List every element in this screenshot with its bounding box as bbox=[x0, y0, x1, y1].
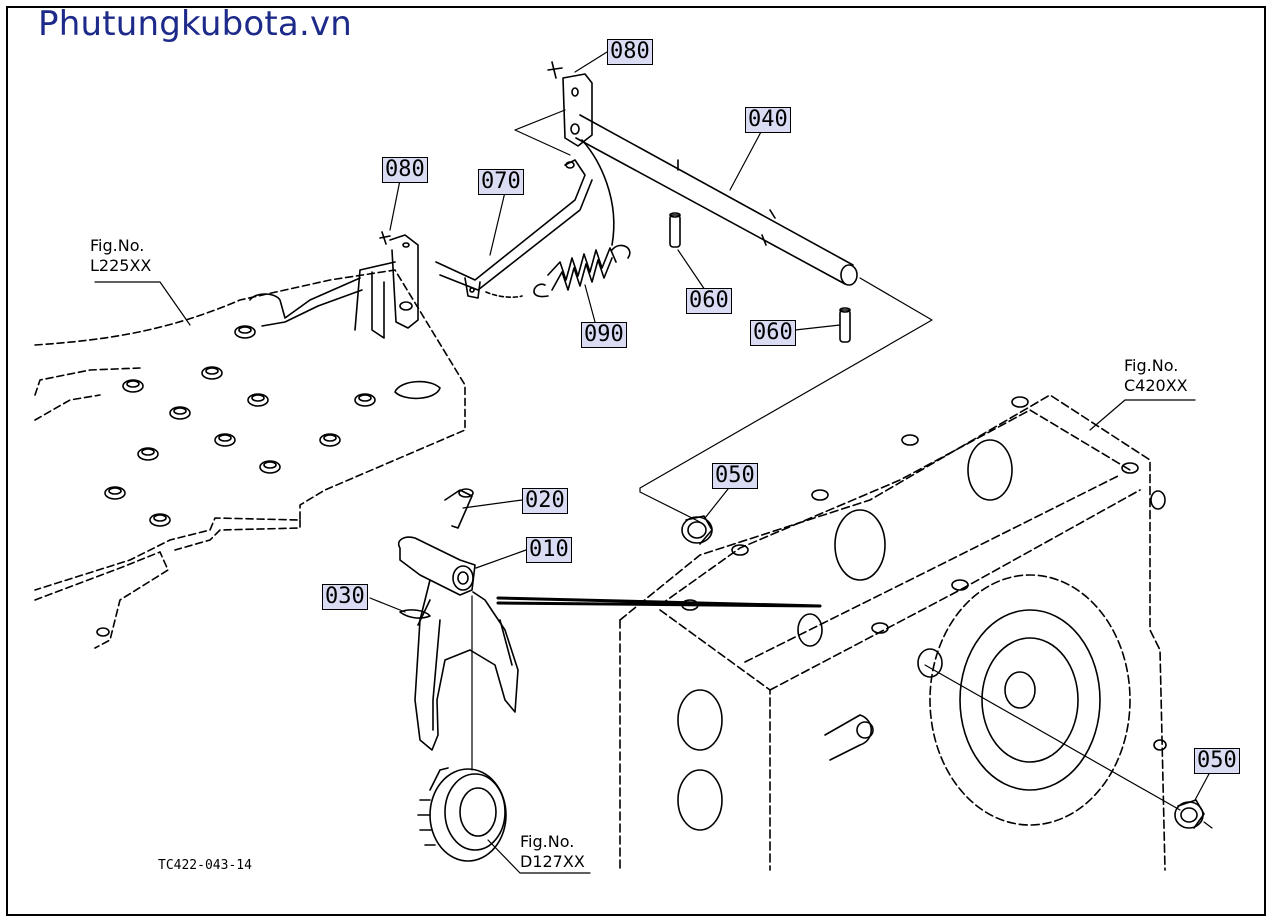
bearing-d127 bbox=[417, 767, 507, 862]
leader-box bbox=[514, 109, 571, 156]
figref-d127: Fig.No. D127XX bbox=[520, 832, 585, 872]
hidden-arrow bbox=[496, 596, 822, 608]
figref-d127-label: Fig.No. bbox=[520, 832, 575, 851]
callout-020: 020 bbox=[522, 488, 568, 514]
figref-l225-code: L225XX bbox=[90, 256, 152, 275]
figref-d127-code: D127XX bbox=[520, 852, 585, 871]
drawing-code: TC422-043-14 bbox=[158, 858, 252, 873]
drawing-frame bbox=[6, 6, 1266, 916]
brand-watermark: Phutungkubota.vn bbox=[38, 4, 353, 44]
arm-070 bbox=[435, 159, 593, 299]
callout-060-a: 060 bbox=[686, 288, 732, 314]
callout-060-b: 060 bbox=[750, 320, 796, 346]
callout-090: 090 bbox=[581, 322, 627, 348]
left-plate-drawing bbox=[34, 269, 466, 649]
callout-040: 040 bbox=[745, 107, 791, 133]
cotter-030 bbox=[399, 599, 431, 626]
callout-070: 070 bbox=[478, 169, 524, 195]
figref-l225-label: Fig.No. bbox=[90, 236, 145, 255]
seal-050-top bbox=[681, 515, 713, 545]
seal-050-bottom bbox=[1174, 799, 1205, 829]
callout-080-top: 080 bbox=[607, 39, 653, 65]
figref-c420-code: C420XX bbox=[1124, 376, 1188, 395]
figref-l225: Fig.No. L225XX bbox=[90, 236, 151, 276]
callout-050-a: 050 bbox=[712, 463, 758, 489]
spring-hook-line bbox=[581, 139, 615, 246]
callout-010: 010 bbox=[526, 537, 572, 563]
callout-080-left: 080 bbox=[382, 157, 428, 183]
pins-060 bbox=[669, 212, 851, 343]
rod-040 bbox=[547, 61, 858, 286]
transmission-housing bbox=[619, 394, 1166, 871]
axis-line bbox=[924, 664, 1181, 811]
left-plate-holes bbox=[96, 325, 441, 637]
figref-c420: Fig.No. C420XX bbox=[1124, 356, 1188, 396]
callout-030: 030 bbox=[322, 584, 368, 610]
left-lever bbox=[249, 231, 419, 339]
shift-fork-010 bbox=[397, 488, 519, 751]
figref-c420-label: Fig.No. bbox=[1124, 356, 1179, 375]
callout-leaders bbox=[94, 51, 1211, 874]
callout-050-b: 050 bbox=[1194, 748, 1240, 774]
housing-details bbox=[677, 396, 1167, 831]
spring-090 bbox=[485, 244, 631, 298]
leader-box-2 bbox=[639, 277, 933, 523]
